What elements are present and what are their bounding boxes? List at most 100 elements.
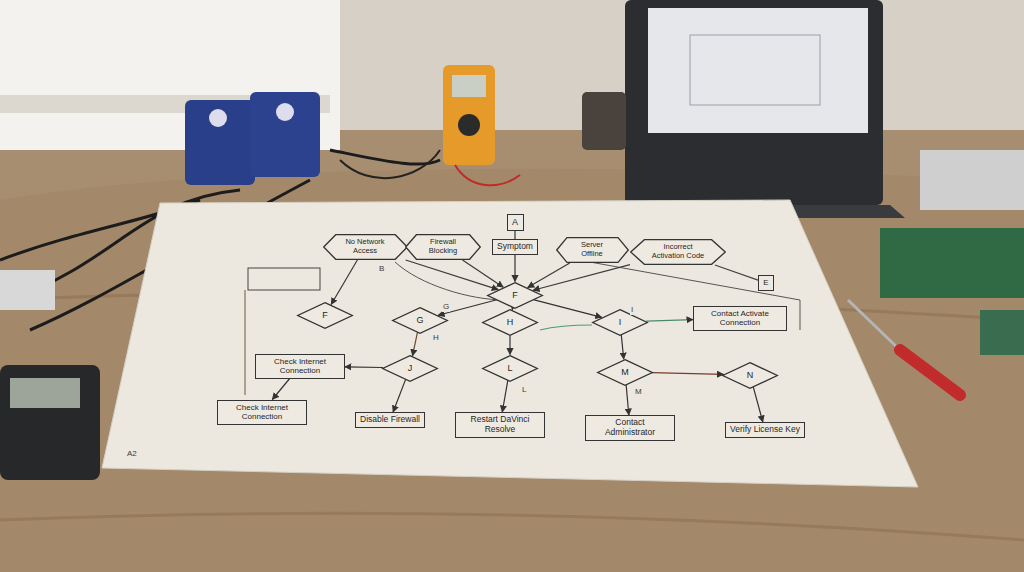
outline [488, 282, 543, 308]
node-text: Check Internet Connection [260, 357, 340, 375]
decision-diamond: J [382, 355, 438, 382]
screen-diagram [690, 35, 820, 105]
process-box: Contact Administrator [585, 415, 675, 441]
node-text: N [747, 370, 754, 380]
outline [723, 362, 778, 388]
process-box: Symptom [492, 239, 538, 255]
soldering-station [250, 92, 320, 177]
outline [406, 235, 481, 260]
flow-connector [528, 263, 570, 288]
node-text: Symptom [497, 242, 533, 252]
parts-box [920, 150, 1024, 210]
symptom-hexagon: Server Offline [556, 237, 629, 263]
probe-lead [455, 165, 520, 185]
node-text: Verify License Key [730, 425, 800, 435]
soldering-station [185, 100, 255, 185]
flow-connector [509, 336, 510, 355]
multimeter-display [452, 75, 486, 97]
node-text: Firewall Blocking [420, 238, 466, 255]
decision-diamond: N [722, 362, 778, 389]
flow-connector [345, 366, 383, 368]
process-box: Restart DaVinci Resolve [455, 412, 545, 438]
node-text: L [507, 363, 512, 373]
flow-connector [533, 300, 601, 318]
node-text: E [763, 278, 768, 287]
callout-letter: L [521, 386, 527, 395]
node-text: J [408, 363, 413, 373]
multimeter-dial [458, 114, 480, 136]
flow-connector [621, 335, 623, 359]
node-text: Restart DaVinci Resolve [460, 415, 540, 435]
station-knob [209, 109, 227, 127]
flow-connector [514, 231, 515, 240]
node-text: M [621, 367, 629, 377]
screwdriver-handle [900, 350, 960, 395]
process-box: Check Internet Connection [217, 400, 307, 425]
flow-connector [514, 255, 515, 282]
callout-letter: A2 [126, 450, 138, 459]
node-text: Check Internet Connection [222, 403, 302, 421]
symptom-hexagon: Incorrect Activation Code [630, 239, 726, 265]
cable [340, 150, 440, 178]
process-box: Disable Firewall [355, 412, 425, 428]
decision-diamond: L [482, 355, 538, 382]
process-box: E [758, 275, 774, 291]
node-text: F [512, 290, 518, 300]
laptop-screen-frame [625, 0, 883, 205]
flow-connector [331, 260, 357, 304]
node-text: H [507, 317, 514, 327]
outline [393, 307, 448, 333]
station-knob [276, 103, 294, 121]
empty-sketch-box [248, 268, 320, 290]
flow-connector [646, 320, 693, 322]
outline [323, 235, 407, 260]
flow-connector [626, 385, 629, 415]
flow-connector [753, 387, 763, 422]
circuit-board [880, 228, 1024, 298]
symptom-hexagon: Firewall Blocking [405, 234, 481, 260]
decision-diamond: I [592, 309, 648, 336]
callout-letter: B [378, 265, 385, 274]
node-text: Contact Administrator [590, 418, 670, 438]
process-box: A [507, 214, 524, 231]
circuit-board [980, 310, 1024, 355]
outline [598, 359, 653, 385]
flow-connector [512, 307, 514, 309]
outline [593, 309, 648, 335]
desk-grain-line [0, 513, 1024, 540]
process-box: Verify License Key [725, 422, 805, 438]
node-text: Server Offline [570, 241, 614, 258]
outline [298, 302, 353, 328]
process-box: Contact Activate Connection [693, 306, 787, 331]
decision-diamond: G [392, 307, 448, 334]
callout-letter: G [442, 303, 450, 312]
outline [556, 238, 628, 263]
flow-connector [272, 379, 289, 400]
outline [631, 240, 726, 265]
flow-connector [463, 260, 504, 287]
multimeter [443, 65, 495, 165]
flow-connector [413, 332, 418, 355]
decision-diamond: F [487, 282, 543, 309]
laptop-screen [648, 8, 868, 133]
handheld-meter [0, 365, 100, 480]
process-box: Check Internet Connection [255, 354, 345, 379]
flow-connector [652, 373, 724, 375]
node-text: No Network Access [339, 238, 391, 255]
outline [483, 355, 538, 381]
flow-connector [533, 265, 630, 291]
component-pack [0, 270, 55, 310]
callout-letter: I [630, 306, 634, 315]
mug [582, 92, 626, 150]
colored-bus-line [540, 325, 592, 330]
node-text: F [322, 310, 328, 320]
outline [483, 309, 538, 335]
callout-letter: M [634, 388, 643, 397]
decision-diamond: F [297, 302, 353, 329]
node-text: Disable Firewall [360, 415, 420, 425]
meter-display [10, 378, 80, 408]
flow-connector [393, 379, 406, 412]
flow-connector [438, 300, 497, 315]
